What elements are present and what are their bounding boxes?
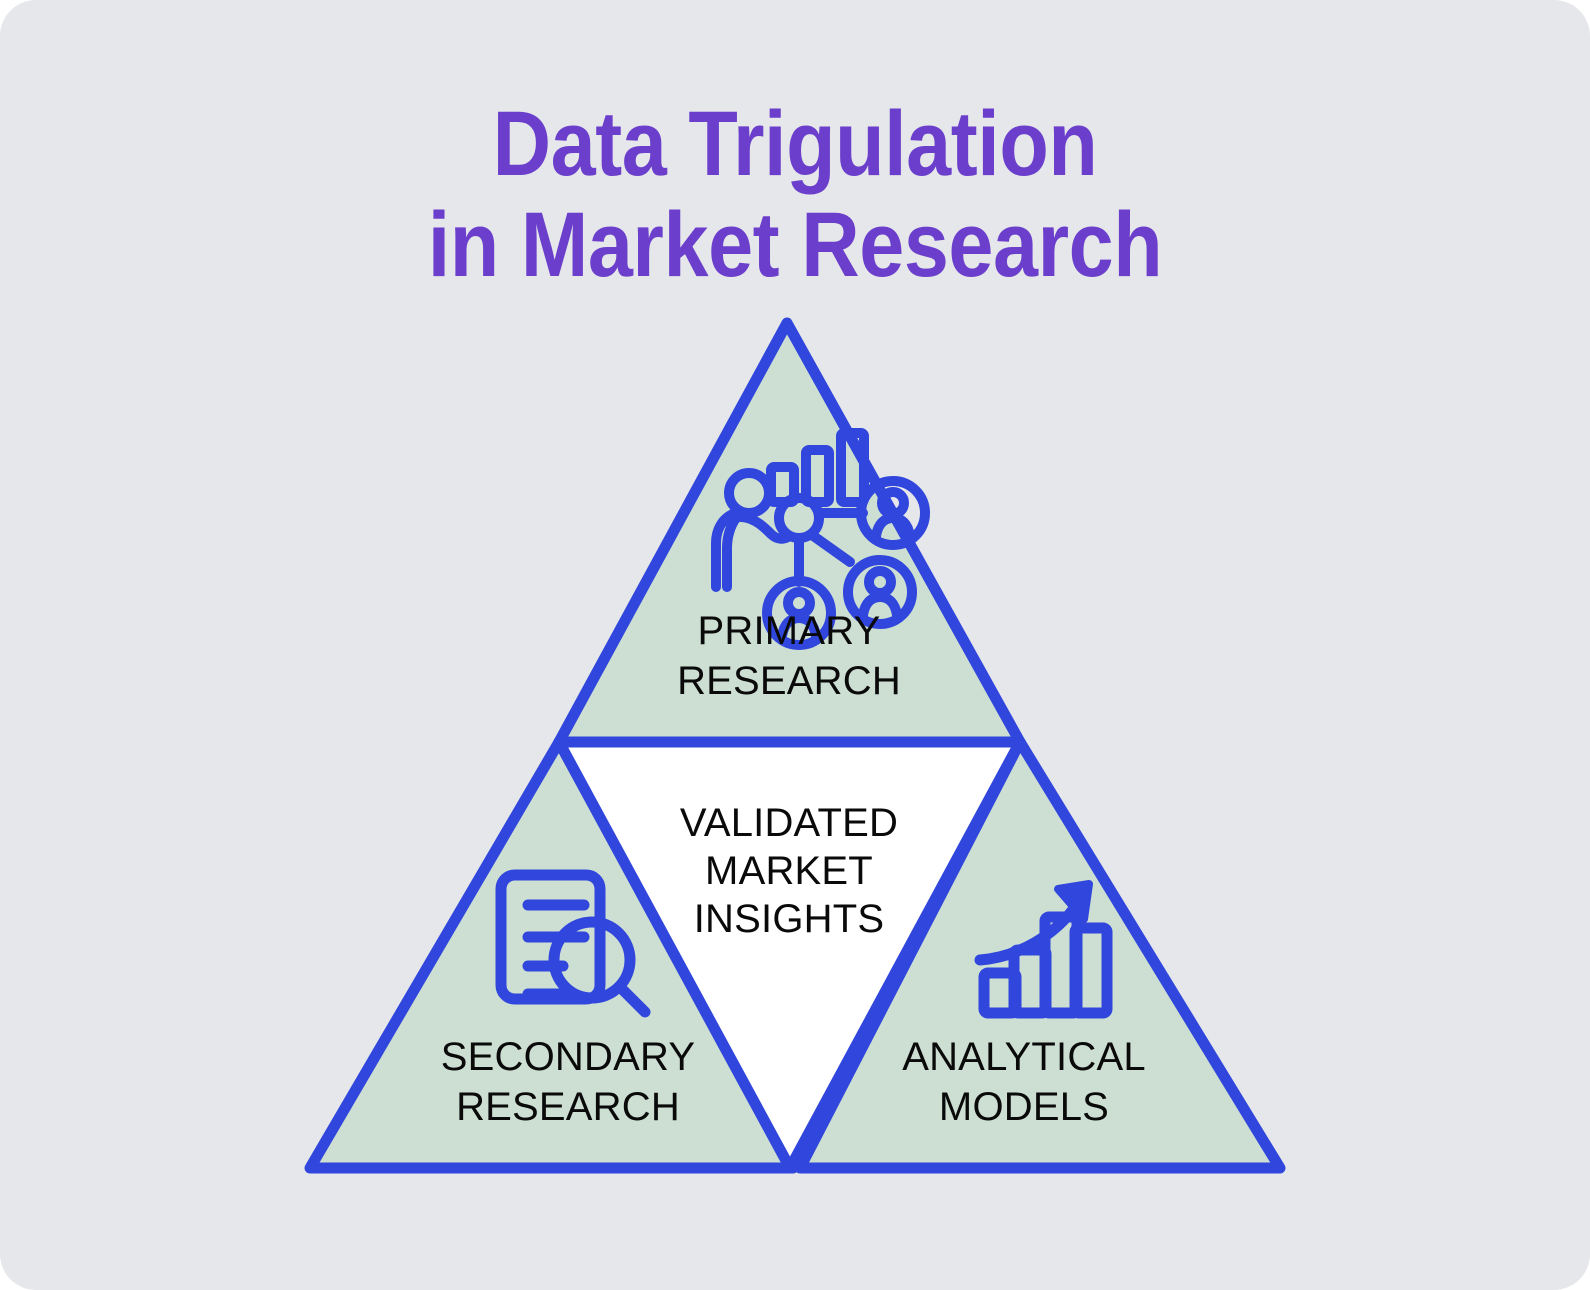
center-label-line2: MARKET: [705, 849, 873, 893]
segment-primary-research-label-line2: RESEARCH: [677, 659, 901, 703]
page-title: Data Trigulation in Market Research: [427, 93, 1163, 296]
people-network-chart-icon: [711, 428, 930, 650]
segment-secondary-research[interactable]: SECONDARY RESEARCH: [304, 736, 799, 1174]
segment-primary-research-label-line1: PRIMARY: [698, 609, 881, 653]
segment-secondary-research-label-line1: SECONDARY: [441, 1035, 695, 1079]
center-validated-market-insights[interactable]: VALIDATED MARKET INSIGHTS: [553, 736, 1026, 1174]
center-label-line3: INSIGHTS: [694, 897, 885, 941]
segment-secondary-research-label-line2: RESEARCH: [456, 1085, 680, 1129]
document-magnifier-icon: [495, 869, 651, 1018]
center-validated-market-insights-shape: [553, 736, 1026, 1174]
segment-primary-research[interactable]: PRIMARY RESEARCH: [553, 317, 1026, 748]
segment-analytical-models-label-line2: MODELS: [939, 1085, 1109, 1129]
growth-bar-chart-arrow-icon: [974, 880, 1113, 1019]
center-label-line1: VALIDATED: [680, 801, 898, 845]
segment-analytical-models-label-line1: ANALYTICAL: [902, 1035, 1146, 1079]
